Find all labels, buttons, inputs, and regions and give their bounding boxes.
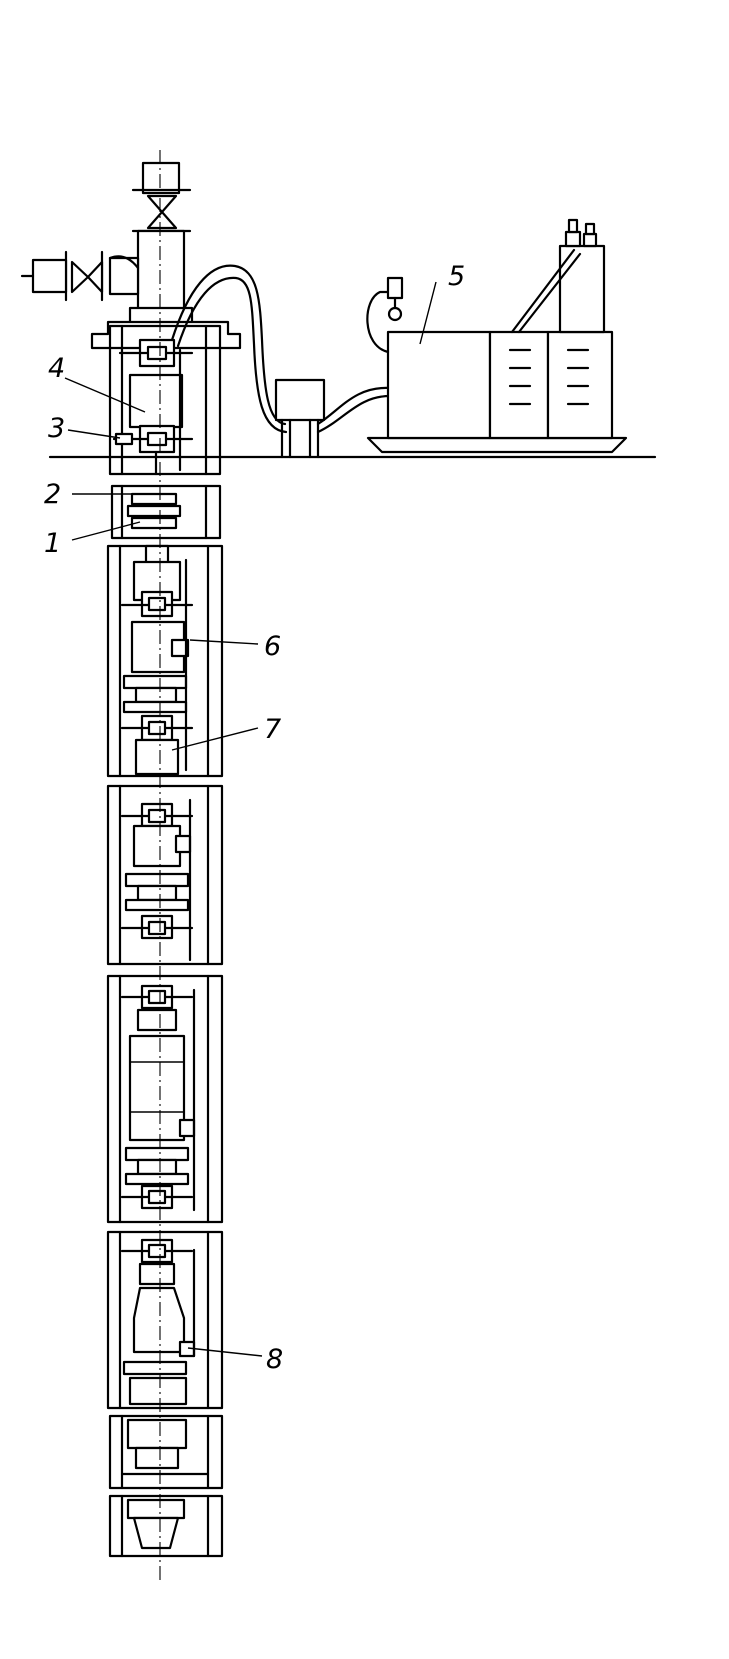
callout-7: 7 [264,714,281,745]
leader-lines [64,281,437,1357]
callout-6: 6 [264,631,281,662]
callout-3: 3 [48,413,65,444]
surface-equipment [48,218,657,459]
callout-1: 1 [44,528,61,559]
wellhead-assembly [20,161,242,350]
downhole-pump-string [112,338,210,1550]
callout-8: 8 [266,1344,283,1375]
callout-2: 2 [44,479,61,510]
callout-5: 5 [448,261,465,292]
callout-4: 4 [48,353,65,384]
well-casing [106,324,224,1558]
